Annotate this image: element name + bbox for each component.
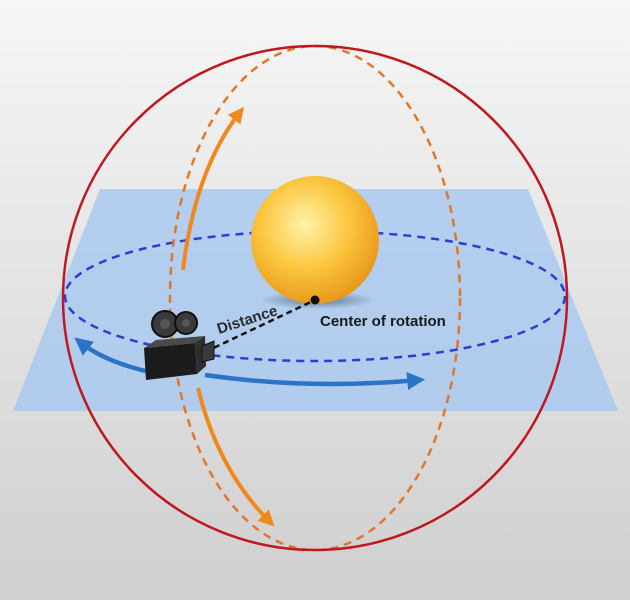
horizontal-arrow-left xyxy=(74,337,151,375)
center-of-rotation-label: Center of rotation xyxy=(320,313,446,330)
vertical-arrow-down xyxy=(196,387,275,527)
vertical-arrow-up xyxy=(181,106,244,271)
distance-line xyxy=(204,298,316,354)
outer-sphere xyxy=(61,44,569,552)
horizontal-arrow-right xyxy=(204,372,426,390)
horizontal-orbit xyxy=(63,229,567,363)
center-point xyxy=(310,295,320,305)
movie-camera-icon xyxy=(144,310,215,380)
target-sphere xyxy=(251,176,379,304)
